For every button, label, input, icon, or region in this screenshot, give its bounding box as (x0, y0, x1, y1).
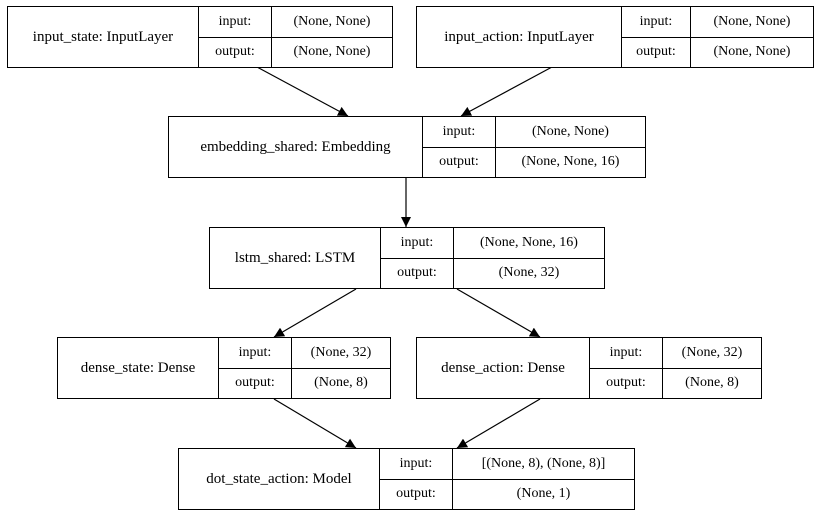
node-input-action: input_action: InputLayer input: (None, N… (416, 6, 814, 68)
node-dense-action: dense_action: Dense input: (None, 32) ou… (416, 337, 762, 399)
output-label: output: (219, 368, 292, 398)
node-embedding-shared: embedding_shared: Embedding input: (None… (168, 116, 646, 178)
input-shape: (None, None) (532, 123, 609, 139)
output-label: output: (423, 147, 496, 177)
output-label: output: (381, 258, 454, 288)
output-shape: (None, None, 16) (521, 154, 620, 170)
edge-input-state-to-embedding (256, 66, 349, 117)
input-label: input: (622, 7, 691, 37)
output-shape: (None, 8) (685, 375, 739, 391)
node-name: dense_state: Dense (58, 338, 219, 398)
edge-lstm-to-dense-action (456, 288, 541, 338)
input-label: input: (590, 338, 663, 368)
output-shape: (None, None) (713, 44, 791, 60)
output-shape: (None, 32) (498, 265, 560, 281)
output-shape: (None, None) (293, 44, 371, 60)
input-shape: (None, 32) (681, 344, 743, 360)
input-shape: (None, None, 16) (480, 234, 578, 250)
input-shape: [(None, 8), (None, 8)] (481, 455, 606, 471)
node-name: embedding_shared: Embedding (169, 117, 423, 177)
input-shape: (None, 32) (310, 344, 372, 360)
input-label: input: (381, 228, 454, 258)
node-input-state: input_state: InputLayer input: (None, No… (7, 6, 393, 68)
input-label: input: (380, 449, 453, 479)
input-shape: (None, None) (293, 13, 371, 29)
output-label: output: (590, 368, 663, 398)
node-name: dense_action: Dense (417, 338, 590, 398)
node-dense-state: dense_state: Dense input: (None, 32) out… (57, 337, 391, 399)
node-lstm-shared: lstm_shared: LSTM input: (None, None, 16… (209, 227, 605, 289)
node-name: input_state: InputLayer (8, 7, 199, 67)
input-label: input: (219, 338, 292, 368)
output-label: output: (622, 37, 691, 67)
output-label: output: (380, 479, 453, 509)
output-shape: (None, 8) (314, 375, 368, 391)
output-label: output: (199, 37, 272, 67)
node-name: dot_state_action: Model (179, 449, 380, 509)
input-label: input: (423, 117, 496, 147)
node-dot-state-action: dot_state_action: Model input: [(None, 8… (178, 448, 635, 510)
input-label: input: (199, 7, 272, 37)
edge-lstm-to-dense-state (273, 288, 357, 338)
edge-dense-state-to-dot (273, 398, 357, 449)
edge-dense-action-to-dot (456, 398, 541, 449)
input-shape: (None, None) (713, 13, 791, 29)
output-shape: (None, 1) (516, 486, 571, 502)
edge-input-action-to-embedding (460, 66, 553, 117)
node-name: input_action: InputLayer (417, 7, 622, 67)
node-name: lstm_shared: LSTM (210, 228, 381, 288)
